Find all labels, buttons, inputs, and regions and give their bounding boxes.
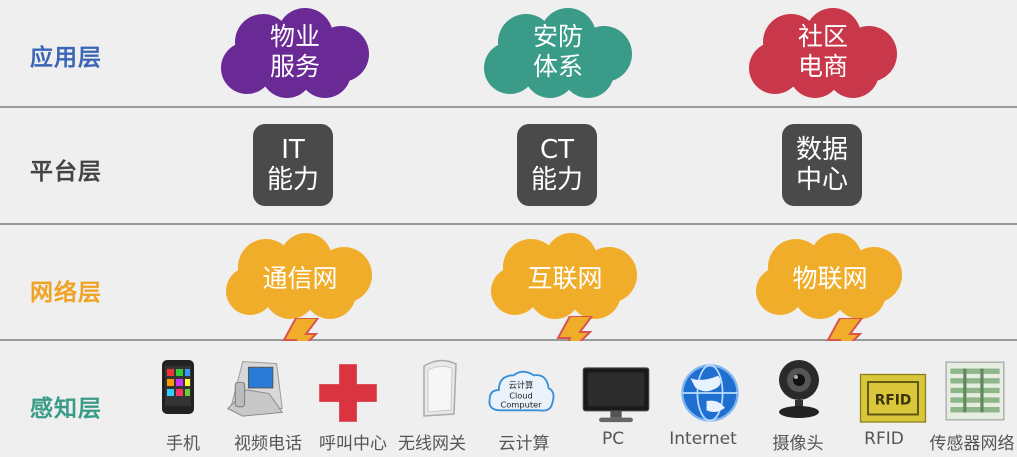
- device-label: 云计算: [498, 434, 550, 454]
- cloud-text: 通信网: [262, 264, 338, 293]
- phone-icon: [162, 360, 194, 414]
- platform-layer-row: 平台层 IT 能力 CT 能力 数据 中心: [0, 108, 1017, 223]
- cloud-computer-icon-text: 云计算: [509, 380, 534, 390]
- cloud-text-line2: 体系: [532, 52, 583, 81]
- application-layer-label: 应用层: [30, 45, 102, 71]
- device-label: 视频电话: [234, 434, 302, 454]
- cloud-text-line2: 电商: [797, 52, 848, 81]
- cloud-text: 互联网: [527, 264, 603, 293]
- layer-divider: [0, 339, 1017, 341]
- cloud-computer-icon-text: Computer: [500, 400, 542, 410]
- cloud-shape-icon: [226, 233, 372, 319]
- cloud-security-system: 安防 体系: [478, 8, 638, 100]
- rfid-icon-text: RFID: [875, 393, 912, 409]
- device-label: RFID: [864, 429, 904, 449]
- device-label: 摄像头: [772, 434, 824, 454]
- box-text-line1: 数据: [795, 135, 848, 165]
- monitor-icon: [582, 367, 650, 423]
- platform-box-it: IT 能力: [253, 124, 333, 206]
- cloud-text-line1: 社区: [797, 22, 848, 51]
- cloud-computer-icon-text: Cloud: [509, 390, 533, 400]
- application-layer-row: 应用层 物业 服务 安防 体系: [0, 0, 1017, 106]
- sensing-layer-label: 感知层: [30, 396, 102, 422]
- box-text-line2: 能力: [266, 165, 319, 195]
- platform-layer-label: 平台层: [30, 159, 102, 185]
- webcam-icon: [779, 360, 819, 418]
- cloud-shape-icon: [749, 8, 897, 98]
- cloud-text-line2: 服务: [269, 52, 320, 81]
- cloud-shape-icon: [491, 233, 637, 319]
- device-label: 传感器网络: [929, 434, 1015, 454]
- sensor-network-icon: [945, 361, 1005, 421]
- rfid-tag-icon: RFID: [859, 373, 927, 423]
- device-label: 无线网关: [398, 434, 466, 454]
- video-phone-icon: [226, 361, 284, 417]
- cloud-community-ecommerce: 社区 电商: [743, 8, 903, 100]
- box-text-line1: CT: [539, 135, 575, 165]
- wireless-gateway-icon: [423, 359, 457, 417]
- device-label: PC: [601, 429, 625, 449]
- cloud-text: 物联网: [792, 264, 868, 293]
- cloud-shape-icon: [756, 233, 902, 319]
- network-layer-label: 网络层: [30, 280, 102, 306]
- cloud-shape-icon: [221, 8, 369, 98]
- red-cross-icon: [319, 364, 377, 422]
- cloud-text-line1: 安防: [532, 22, 583, 51]
- platform-box-data-center: 数据 中心: [782, 124, 862, 206]
- box-text-line1: IT: [281, 135, 305, 165]
- layer-divider: [0, 223, 1017, 225]
- cloud-property-service: 物业 服务: [215, 8, 375, 100]
- box-text-line2: 能力: [530, 165, 583, 195]
- device-label: 呼叫中心: [319, 434, 387, 454]
- platform-box-ct: CT 能力: [517, 124, 597, 206]
- cloud-communication-network: 通信网: [220, 233, 380, 321]
- device-label: Internet: [669, 429, 737, 449]
- box-text-line2: 中心: [795, 165, 848, 195]
- globe-icon: [681, 364, 739, 422]
- cloud-iot: 物联网: [750, 233, 910, 321]
- cloud-text-line1: 物业: [269, 22, 320, 51]
- cloud-internet: 互联网: [485, 233, 645, 321]
- cloud-shape-icon: [484, 8, 632, 98]
- layer-divider: [0, 106, 1017, 108]
- network-layer-row: 网络层 通信网 互联网: [0, 225, 1017, 339]
- device-label: 手机: [166, 434, 200, 454]
- cloud-computer-icon: 云计算 Cloud Computer: [488, 370, 555, 412]
